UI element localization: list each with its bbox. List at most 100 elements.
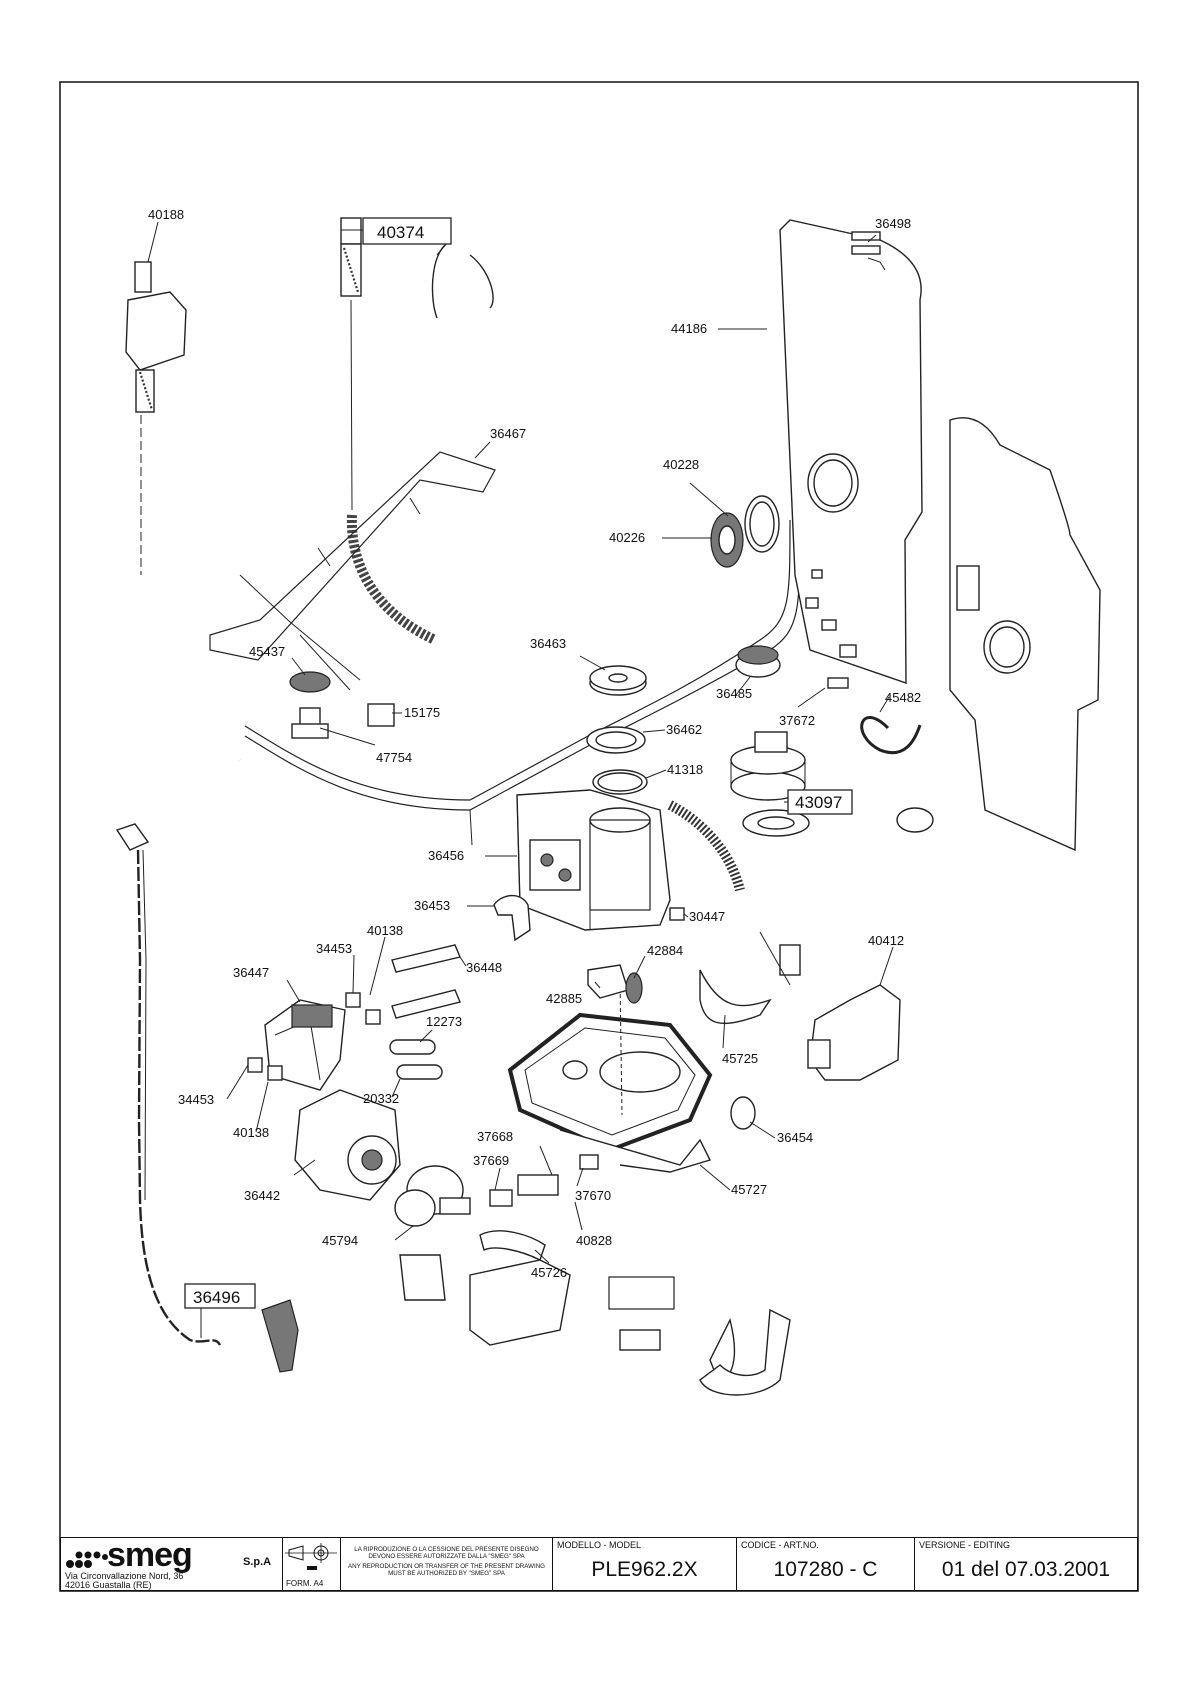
- part-45437-shape: [289, 671, 395, 739]
- company-cell: smeg S.p.A Via Circonvallazione Nord, 36…: [61, 1536, 283, 1590]
- part-40226-shape: [710, 495, 780, 568]
- part-42885-shape: [587, 964, 643, 1004]
- label-36498: 36498: [875, 216, 911, 231]
- label-36442: 36442: [244, 1188, 280, 1203]
- label-41318: 41318: [667, 762, 703, 777]
- part-40138a-shape: [365, 1009, 381, 1025]
- part-30447-shape: [669, 907, 685, 921]
- version-caption: VERSIONE - EDITING: [919, 1540, 1011, 1550]
- title-block: smeg S.p.A Via Circonvallazione Nord, 36…: [60, 1536, 1138, 1591]
- label-40412: 40412: [868, 933, 904, 948]
- address-line-1: Via Circonvallazione Nord, 36: [65, 1571, 184, 1581]
- part-44186-shape: [779, 219, 923, 684]
- label-40188: 40188: [148, 207, 184, 222]
- part-36448-shape: [391, 944, 461, 1019]
- first-angle-projection-icon: [285, 1543, 337, 1570]
- part-40374-shape: [340, 217, 494, 645]
- part-34453a-shape: [345, 992, 361, 1008]
- code-caption: CODICE - ART.NO.: [741, 1540, 819, 1550]
- label-37668: 37668: [477, 1129, 513, 1144]
- part-37668-shape: [489, 1154, 599, 1207]
- level-switch-shape: [896, 807, 934, 833]
- model-cell: MODELLO - MODEL PLE962.2X: [553, 1538, 737, 1590]
- legal-notice-cell: LA RIPRODUZIONE O LA CESSIONE DEL PRESEN…: [341, 1538, 553, 1590]
- label-40226: 40226: [609, 530, 645, 545]
- label-36447: 36447: [233, 965, 269, 980]
- label-36462: 36462: [666, 722, 702, 737]
- label-45727: 45727: [731, 1182, 767, 1197]
- wiring-harness-shape: [244, 519, 801, 846]
- part-45726-shape: [399, 1230, 791, 1396]
- label-37669: 37669: [473, 1153, 509, 1168]
- part-45725-shape: [699, 969, 772, 1025]
- part-45794-shape: [394, 1165, 471, 1227]
- label-40374-box: [362, 217, 452, 245]
- part-36453-shape: [493, 894, 531, 942]
- label-36448: 36448: [466, 960, 502, 975]
- label-36485: 36485: [716, 686, 752, 701]
- label-44186: 44186: [671, 321, 707, 336]
- leader-lines: [147, 221, 894, 1338]
- label-36456: 36456: [428, 848, 464, 863]
- side-panel-right-shape: [949, 417, 1101, 852]
- label-40138-top: 40138: [367, 923, 403, 938]
- part-40412-shape: [759, 931, 901, 1081]
- label-12273: 12273: [426, 1014, 462, 1029]
- form-size: FORM. A4: [286, 1579, 324, 1588]
- label-45725: 45725: [722, 1051, 758, 1066]
- label-37670: 37670: [575, 1188, 611, 1203]
- label-40138-bottom: 40138: [233, 1125, 269, 1140]
- part-45727-shape: [507, 979, 713, 1173]
- label-40228: 40228: [663, 457, 699, 472]
- label-15175: 15175: [404, 705, 440, 720]
- part-36467-shape: [209, 451, 496, 691]
- part-36498-shape: [851, 231, 881, 255]
- model-caption: MODELLO - MODEL: [557, 1540, 642, 1550]
- part-40188-shape: [125, 261, 243, 761]
- version-value: 01 del 07.03.2001: [941, 1558, 1111, 1581]
- code-cell: CODICE - ART.NO. 107280 - C: [737, 1538, 915, 1590]
- legal-notice-it: LA RIPRODUZIONE O LA CESSIONE DEL PRESEN…: [354, 1546, 539, 1561]
- version-cell: VERSIONE - EDITING 01 del 07.03.2001: [915, 1538, 1137, 1590]
- address-line-2: 42016 Guastalla (RE): [65, 1580, 152, 1590]
- legal-notice-en: ANY REPRODUCTION OR TRANSFER OF THE PRES…: [348, 1562, 545, 1578]
- part-34453b-shape: [247, 1057, 263, 1073]
- part-36496-shape: [115, 823, 299, 1373]
- drawing-frame: [59, 81, 1139, 1592]
- label-36454: 36454: [777, 1130, 813, 1145]
- part-45482-shape: [860, 715, 922, 755]
- brand-logo-text: smeg: [107, 1536, 193, 1574]
- part-36442-shape: [294, 1089, 401, 1201]
- label-36467: 36467: [490, 426, 526, 441]
- label-36463: 36463: [530, 636, 566, 651]
- projection-symbol-cell: FORM. A4: [283, 1538, 341, 1590]
- label-36496: 36496: [193, 1288, 240, 1307]
- part-36485-shape: [735, 569, 857, 689]
- part-36456-shape: [516, 789, 745, 931]
- label-34453-top: 34453: [316, 941, 352, 956]
- model-value: PLE962.2X: [591, 1558, 698, 1581]
- label-47754: 47754: [376, 750, 412, 765]
- label-45726: 45726: [531, 1265, 567, 1280]
- part-36447-shape: [264, 999, 346, 1091]
- label-42884: 42884: [647, 943, 683, 958]
- code-value: 107280 - C: [773, 1558, 878, 1581]
- brand-spa: S.p.A: [243, 1556, 272, 1568]
- label-30447: 30447: [689, 909, 725, 924]
- label-45794: 45794: [322, 1233, 358, 1248]
- part-36454-shape: [730, 1096, 756, 1130]
- part-36463-shape: [586, 665, 648, 795]
- label-42885: 42885: [546, 991, 582, 1006]
- label-40374: 40374: [377, 223, 424, 242]
- unlabeled-reference-box: [608, 1276, 675, 1310]
- label-43097: 43097: [795, 793, 842, 812]
- label-36453: 36453: [414, 898, 450, 913]
- smeg-logo-dots-icon: [66, 1551, 108, 1568]
- label-34453-bottom: 34453: [178, 1092, 214, 1107]
- label-36496-box: [184, 1283, 256, 1309]
- label-43097-box: [787, 789, 853, 815]
- label-45437: 45437: [249, 644, 285, 659]
- part-40138b-shape: [267, 1065, 283, 1081]
- label-37672: 37672: [779, 713, 815, 728]
